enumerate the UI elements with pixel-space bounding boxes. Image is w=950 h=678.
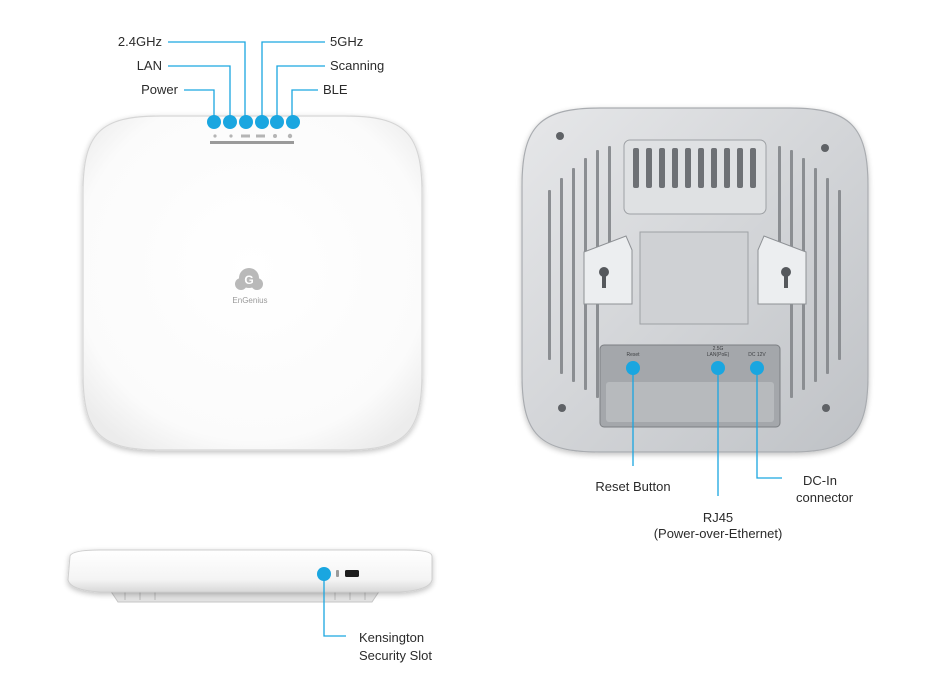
ghz24-led-marker (239, 115, 253, 129)
keyhole-bracket-left (583, 235, 633, 305)
front-device-view: G EnGenius (82, 115, 423, 451)
kensington-slot (345, 570, 359, 577)
label-rj45-line2: (Power-over-Ethernet) (653, 526, 783, 541)
mounting-plate (639, 231, 749, 325)
label-power: Power (141, 82, 178, 97)
label-dc-in-line2: connector (796, 490, 854, 505)
label-5ghz: 5GHz (330, 34, 364, 49)
reset-button-marker (626, 361, 640, 375)
port-label-dc: DC 12V (748, 352, 766, 358)
logo-text: EnGenius (232, 296, 267, 305)
label-kensington-line1: Kensington (359, 630, 425, 645)
side-device-body (67, 549, 433, 593)
led-strip (210, 141, 294, 144)
port-label-reset: Reset (626, 352, 640, 358)
ghz5-led-marker (255, 115, 269, 129)
screw-holes (556, 132, 830, 412)
led-icons (213, 133, 293, 139)
label-dc-in-line1: DC-In (803, 473, 837, 488)
label-ble: BLE (323, 82, 348, 97)
port-label-lan-line1: 2.5G (713, 346, 724, 352)
kensington-marker (317, 567, 331, 581)
right-vent-fins (778, 146, 841, 398)
port-label-lan-line2: LAN(PoE) (707, 352, 730, 358)
dc-in-marker (750, 361, 764, 375)
label-reset-button: Reset Button (595, 479, 671, 494)
label-scanning: Scanning (330, 58, 385, 73)
label-kensington-line2: Security Slot (359, 648, 432, 663)
label-lan: LAN (136, 58, 162, 73)
keyhole-bracket-right (757, 235, 807, 305)
scanning-led-marker (270, 115, 284, 129)
rear-callout-lines (632, 368, 782, 496)
label-2-4ghz: 2.4GHz (117, 34, 162, 49)
lan-led-marker (223, 115, 237, 129)
power-led-marker (207, 115, 221, 129)
ble-led-marker (286, 115, 300, 129)
logo-letter: G (244, 273, 253, 287)
rj45-marker (711, 361, 725, 375)
label-rj45-line1: RJ45 (702, 510, 734, 525)
port-markers (626, 361, 764, 375)
top-vent-block (623, 139, 767, 215)
rear-device-view: Reset 2.5G LAN(PoE) DC 12V (521, 107, 869, 453)
engenius-logo: G EnGenius (232, 268, 268, 305)
left-vent-fins (548, 146, 611, 398)
led-markers (207, 115, 300, 129)
side-device-view (67, 549, 433, 603)
side-callout-lines (323, 574, 346, 637)
led-callout-lines (168, 41, 325, 120)
top-vent-slots (633, 148, 756, 188)
